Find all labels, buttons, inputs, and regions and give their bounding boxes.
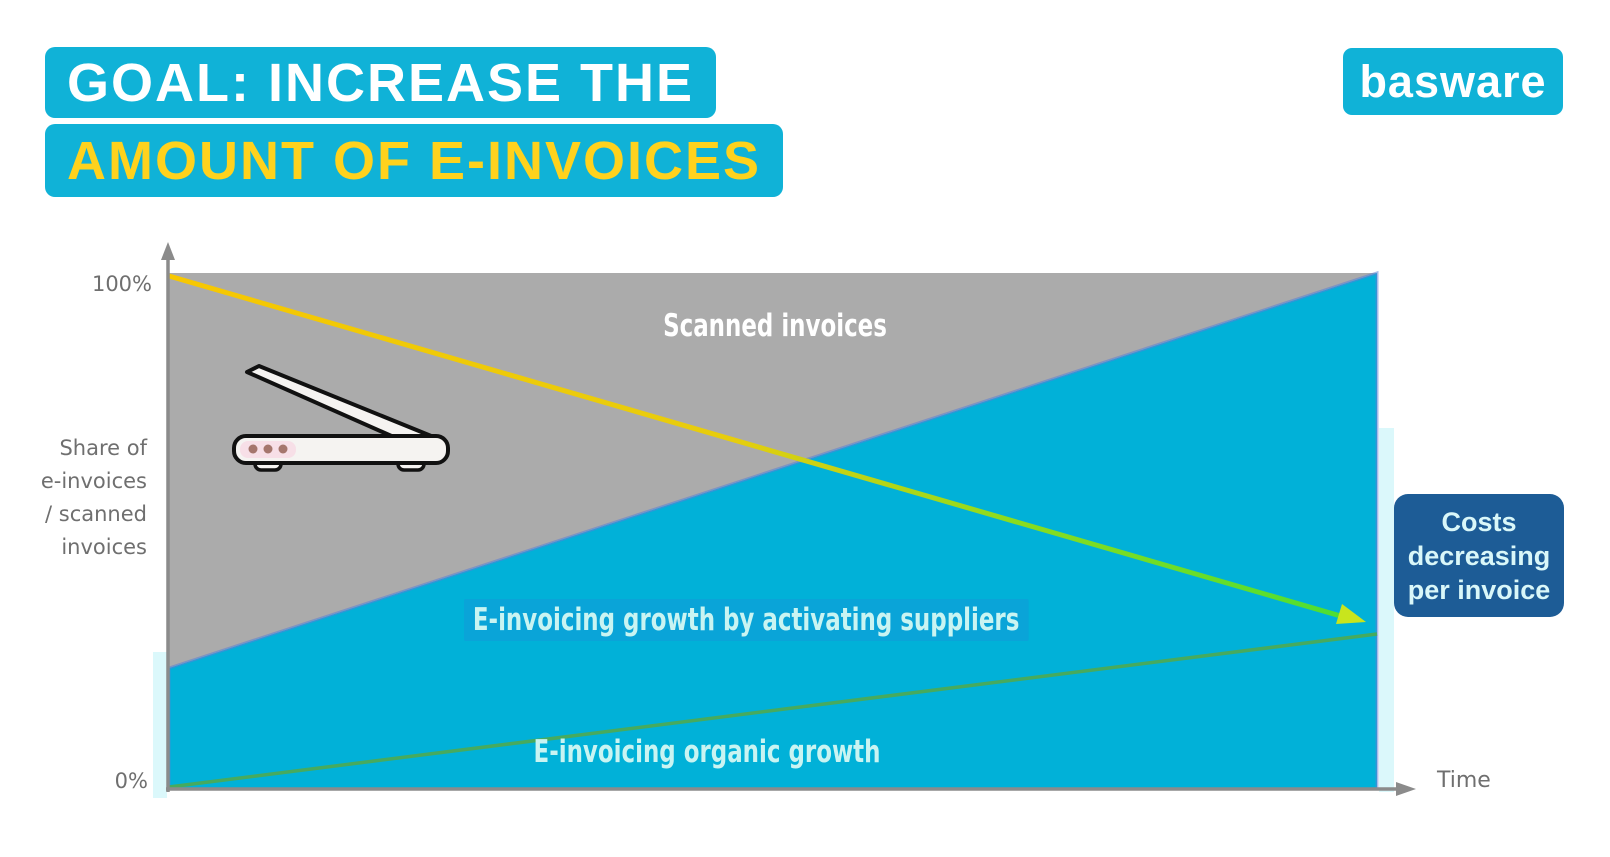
glow-strip-left bbox=[153, 652, 167, 798]
activating-suppliers-label-text: E-invoicing growth by activating supplie… bbox=[464, 599, 1029, 641]
page-title-line1-text: GOAL: INCREASE THE bbox=[67, 52, 695, 113]
cost-arrow-line bbox=[168, 273, 1345, 620]
page-title-line1: GOAL: INCREASE THE bbox=[45, 47, 717, 118]
organic-growth-line bbox=[168, 632, 1378, 789]
cost-arrow-head-icon bbox=[1336, 604, 1366, 624]
y-tick-100: 100% bbox=[91, 272, 152, 296]
costs-callout: Costs decreasing per invoice bbox=[1394, 494, 1564, 617]
y-axis-title-line4: invoices bbox=[61, 535, 147, 559]
y-axis-title-line3: / scanned bbox=[45, 502, 147, 526]
activating-suppliers-label: E-invoicing growth by activating supplie… bbox=[464, 599, 1029, 641]
costs-callout-line3: per invoice bbox=[1407, 574, 1551, 605]
page-title-line2: AMOUNT OF E-INVOICES bbox=[45, 124, 784, 197]
x-axis-arrow-icon bbox=[1396, 782, 1416, 796]
scanned-invoices-label: Scanned invoices bbox=[663, 308, 887, 344]
glow-strip-right bbox=[1379, 428, 1394, 792]
y-axis-title-line1: Share of bbox=[59, 436, 147, 460]
y-tick-0: 0% bbox=[114, 769, 148, 793]
costs-callout-line1: Costs bbox=[1441, 506, 1517, 537]
y-axis-title: Share of e-invoices / scanned invoices bbox=[5, 432, 147, 564]
basware-logo: basware bbox=[1343, 48, 1563, 115]
y-axis-arrow-icon bbox=[161, 242, 175, 260]
x-axis-title: Time bbox=[1437, 768, 1491, 793]
page-title-line2-text: AMOUNT OF E-INVOICES bbox=[67, 130, 762, 191]
organic-growth-label: E-invoicing organic growth bbox=[533, 734, 881, 770]
basware-logo-text: basware bbox=[1359, 55, 1547, 107]
y-axis-title-line2: e-invoices bbox=[40, 469, 147, 493]
scanner-icon bbox=[232, 364, 450, 472]
costs-callout-line2: decreasing bbox=[1407, 540, 1551, 571]
